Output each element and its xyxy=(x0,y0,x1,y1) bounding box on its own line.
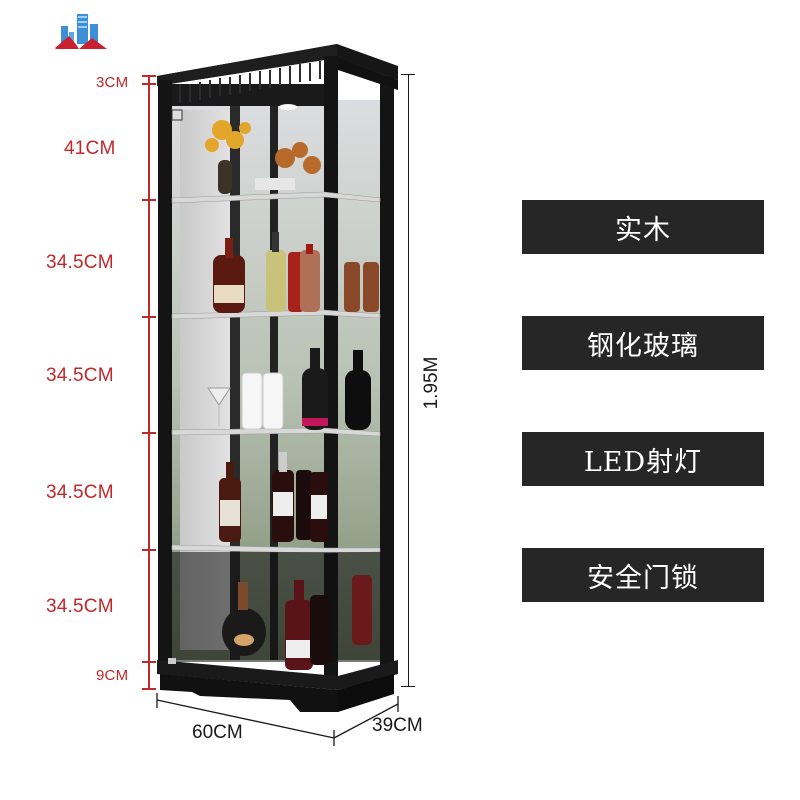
feature-badge-tempered-glass: 钢化玻璃 xyxy=(522,316,764,370)
dimension-label-shelf-4: 34.5CM xyxy=(46,482,114,503)
display-cabinet-illustration xyxy=(150,40,410,720)
city-buildings-logo-icon xyxy=(55,8,111,52)
width-label: 60CM xyxy=(192,722,243,743)
total-height-label: 1.95M xyxy=(421,356,442,410)
dimension-tick xyxy=(401,686,415,687)
dimension-label-shelf-2: 34.5CM xyxy=(46,252,114,273)
feature-badge-security-lock: 安全门锁 xyxy=(522,548,764,602)
dimension-tick xyxy=(401,74,415,75)
dimension-tick xyxy=(142,83,156,85)
feature-badge-solid-wood: 实木 xyxy=(522,200,764,254)
dimension-tick xyxy=(142,75,156,77)
dimension-tick xyxy=(142,199,156,201)
height-dimension-line xyxy=(148,76,150,690)
dimension-tick xyxy=(142,661,156,663)
dimension-tick xyxy=(142,316,156,318)
width-depth-dimension-lines xyxy=(150,690,410,750)
total-height-dimension-line xyxy=(408,74,409,686)
depth-label: 39CM xyxy=(372,715,423,736)
dimension-tick xyxy=(142,688,156,690)
feature-badge-led-spotlight: LED射灯 xyxy=(522,432,764,486)
dimension-label-top-trim: 3CM xyxy=(96,74,129,91)
dimension-label-top-compartment: 41CM xyxy=(64,138,116,159)
dimension-label-shelf-5: 34.5CM xyxy=(46,596,114,617)
dimension-label-shelf-3: 34.5CM xyxy=(46,365,114,386)
dimension-tick xyxy=(142,549,156,551)
dimension-label-base: 9CM xyxy=(96,667,129,684)
dimension-tick xyxy=(142,432,156,434)
